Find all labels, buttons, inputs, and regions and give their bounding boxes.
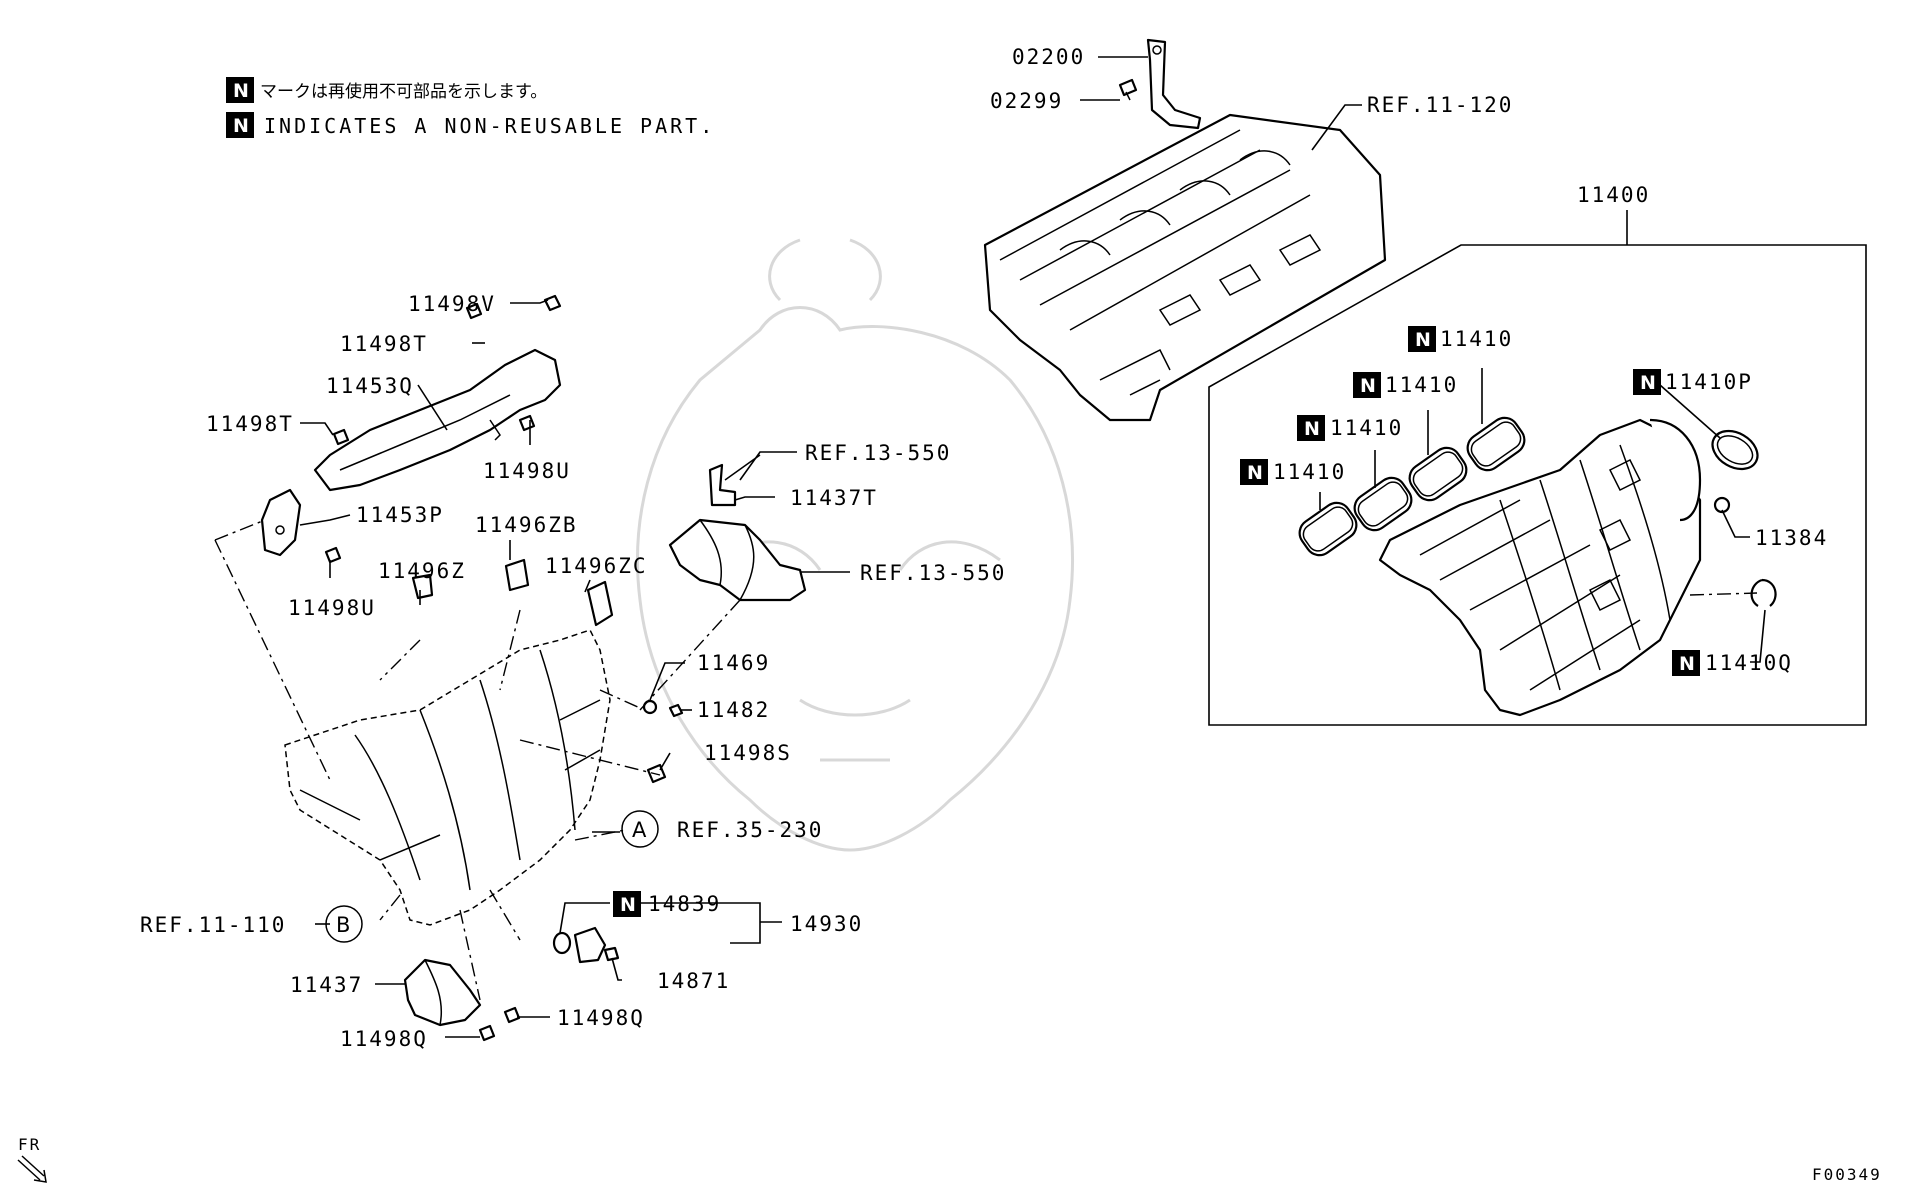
badge-11410-b: N xyxy=(1304,418,1320,440)
label-ref-13-550-top: REF.13-550 xyxy=(805,441,951,465)
badge-11410Q: N xyxy=(1679,653,1695,675)
label-11410Q: 11410Q xyxy=(1705,651,1793,675)
label-11469: 11469 xyxy=(697,651,770,675)
intake-manifold-left-illustration xyxy=(284,629,611,926)
label-11410-c: 11410 xyxy=(1385,373,1458,397)
label-11482: 11482 xyxy=(697,698,770,722)
label-ref-13-550-bottom: REF.13-550 xyxy=(860,561,1006,585)
legend-badge-en: N xyxy=(233,115,249,137)
label-11498Q-left: 11498Q xyxy=(340,1027,428,1051)
label-11453P: 11453P xyxy=(356,503,444,527)
legend-note: N マークは再使用不可部品を示します。 N INDICATES A NON-RE… xyxy=(226,77,715,138)
label-11496ZC: 11496ZC xyxy=(545,554,648,578)
label-11496Z: 11496Z xyxy=(378,559,466,583)
pipe-11453Q-illustration xyxy=(260,348,562,557)
label-11498U-bottom: 11498U xyxy=(288,596,376,620)
label-11453Q: 11453Q xyxy=(326,374,414,398)
label-14839: 14839 xyxy=(648,892,721,916)
label-11410-d: 11410 xyxy=(1440,327,1513,351)
front-direction-indicator: FR xyxy=(17,1135,47,1183)
label-11498S: 11498S xyxy=(704,741,792,765)
label-11410-a: 11410 xyxy=(1273,460,1346,484)
label-11498T-left: 11498T xyxy=(206,412,294,436)
label-11498Q-right: 11498Q xyxy=(557,1006,645,1030)
label-11496ZB: 11496ZB xyxy=(475,513,578,537)
badge-11410-d: N xyxy=(1415,329,1431,351)
bracket-11437-illustration xyxy=(403,958,482,1027)
circle-markers: A B xyxy=(325,810,659,943)
label-11400: 11400 xyxy=(1577,183,1650,207)
label-ref-11-110: REF.11-110 xyxy=(140,913,286,937)
label-ref-11-120: REF.11-120 xyxy=(1367,93,1513,117)
sensor-14930-illustration xyxy=(552,926,620,964)
throttle-body-illustration xyxy=(668,454,807,602)
intake-manifold-right-illustration xyxy=(1378,418,1777,717)
leader-lines xyxy=(299,56,1766,1038)
label-14930: 14930 xyxy=(790,912,863,936)
label-02299: 02299 xyxy=(990,89,1063,113)
bracket-02200-illustration xyxy=(1118,38,1202,130)
gasket-rings-11410 xyxy=(1298,416,1526,557)
badge-14839: N xyxy=(620,894,636,916)
fr-arrow-icon xyxy=(17,1155,47,1183)
label-11498T-top: 11498T xyxy=(340,332,428,356)
label-11437T: 11437T xyxy=(790,486,878,510)
fr-label: FR xyxy=(18,1135,41,1154)
label-11410P: 11410P xyxy=(1665,370,1753,394)
label-11498U-top: 11498U xyxy=(483,459,571,483)
label-ref-35-230: REF.35-230 xyxy=(677,818,823,842)
intake-manifold-assembly-box xyxy=(1208,210,1867,726)
note-english: INDICATES A NON-REUSABLE PART. xyxy=(264,114,715,138)
label-11498V: 11498V xyxy=(408,292,496,316)
badge-11410-c: N xyxy=(1360,375,1376,397)
cylinder-head-illustration xyxy=(983,113,1387,422)
circle-marker-b: B xyxy=(336,913,350,937)
circle-marker-a: A xyxy=(632,818,647,842)
legend-badge-jp: N xyxy=(233,80,249,102)
drawing-code: F00349 xyxy=(1812,1165,1882,1184)
label-11410-b: 11410 xyxy=(1330,416,1403,440)
label-11437: 11437 xyxy=(290,973,363,997)
note-japanese: マークは再使用不可部品を示します。 xyxy=(260,81,547,102)
part-labels: 02200 02299 REF.11-120 11400 11410 11410… xyxy=(140,45,1828,1051)
fasteners-illustration xyxy=(324,294,684,1042)
label-14871: 14871 xyxy=(657,969,730,993)
assembly-guide-lines xyxy=(214,519,1758,1001)
badge-11410-a: N xyxy=(1247,462,1263,484)
non-reusable-badges: N N N N N N N xyxy=(613,326,1700,917)
label-11384: 11384 xyxy=(1755,526,1828,550)
badge-11410P: N xyxy=(1640,372,1656,394)
label-02200: 02200 xyxy=(1012,45,1085,69)
